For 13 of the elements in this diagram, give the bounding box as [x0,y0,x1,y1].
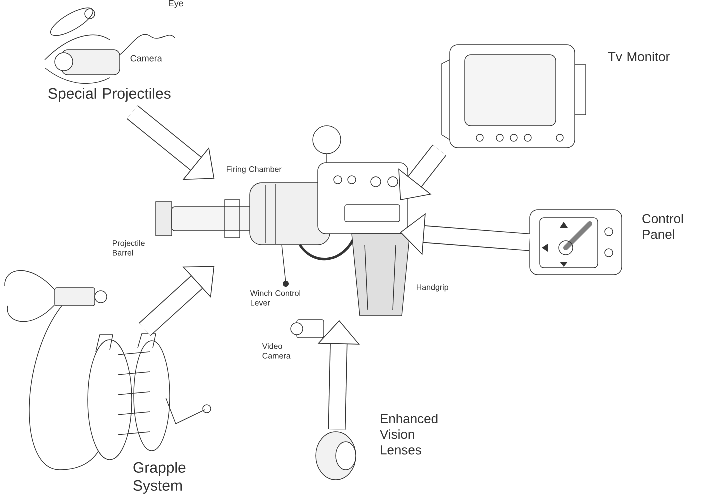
sketch-caption: Tv Monitor [608,52,670,62]
hollow-arrow [139,266,215,336]
part-label: Winch Control Lever [250,290,300,306]
sketch-caption: Special Projectiles [48,88,171,102]
hollow-arrow [126,106,215,180]
part-label: Projectile Barrel [113,240,145,256]
part-label: Eye [169,0,184,8]
sketch-caption: Control Panel [642,214,684,240]
part-label: Camera [130,55,162,62]
part-label: Firing Chamber [227,166,282,174]
gun-drawing [156,126,410,338]
sketch-caption: Enhanced Vision Lenses [380,414,438,455]
sketch-caption: Grapple System [134,462,186,494]
